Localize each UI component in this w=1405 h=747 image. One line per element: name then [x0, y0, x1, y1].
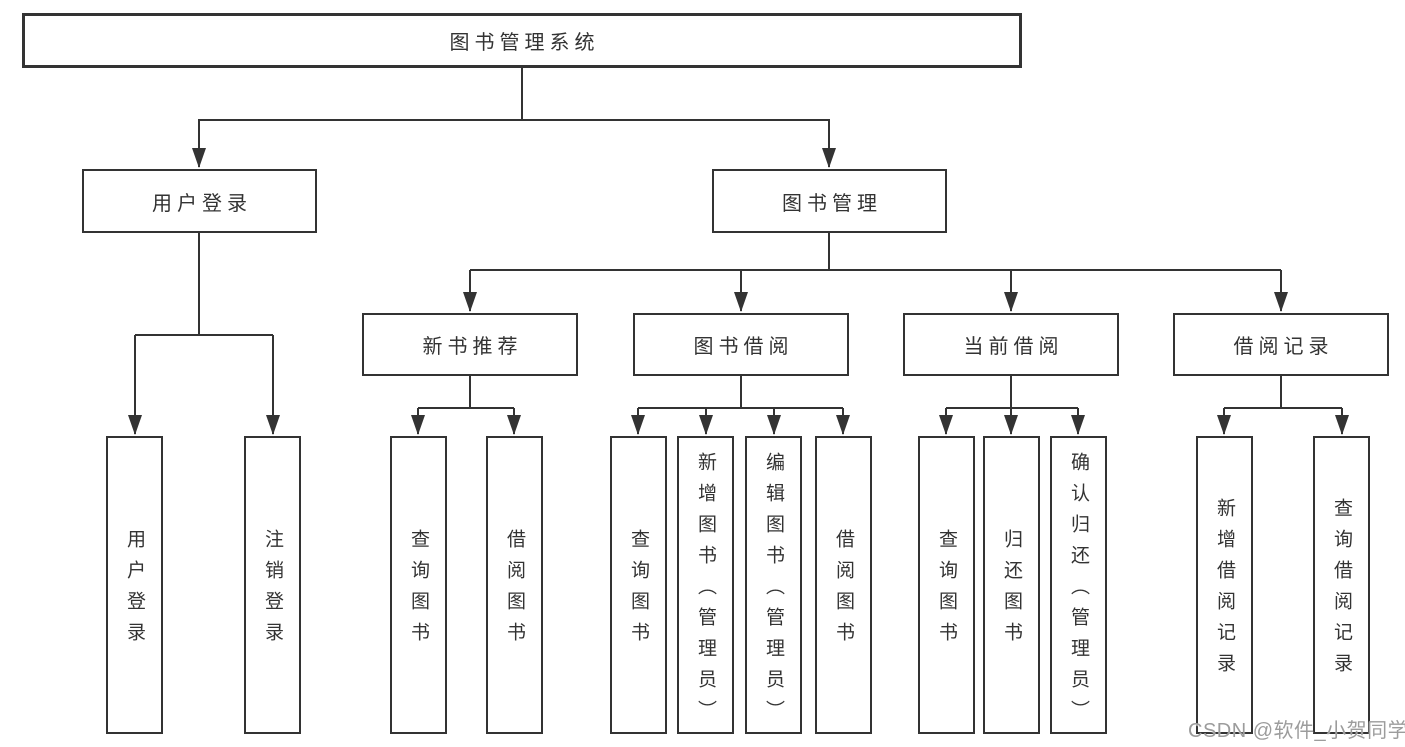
- connector-book-borrowing-to-children: [638, 376, 843, 409]
- leaf-records-query-record: 查询借阅记录: [1313, 436, 1370, 734]
- leaf-borrowing-edit-book-admin: 编辑图书（管理员）: [745, 436, 802, 734]
- leaf-logout: 注销登录: [244, 436, 301, 734]
- node-book-management: 图书管理: [712, 169, 947, 233]
- node-label: 查询图书: [408, 529, 429, 653]
- node-label: 借阅记录: [1233, 336, 1334, 358]
- node-label: 当前借阅: [963, 336, 1064, 358]
- node-label: 查询图书: [628, 529, 649, 653]
- node-label: 确认归还（管理员）: [1068, 451, 1089, 731]
- node-label: 借阅图书: [504, 529, 525, 653]
- node-label: 用户登录: [152, 192, 252, 215]
- leaf-current-query-book: 查询图书: [918, 436, 975, 734]
- leaf-current-confirm-return-admin: 确认归还（管理员）: [1050, 436, 1107, 734]
- node-label: 新增借阅记录: [1214, 498, 1235, 684]
- node-label: 归还图书: [1001, 529, 1022, 653]
- node-label: 新书推荐: [422, 336, 523, 358]
- connector-user-login-to-children: [135, 233, 273, 336]
- node-label: 查询图书: [936, 529, 957, 653]
- leaf-user-login: 用户登录: [106, 436, 163, 734]
- node-label: 借阅图书: [833, 529, 854, 653]
- node-label: 用户登录: [124, 529, 145, 653]
- node-user-login: 用户登录: [82, 169, 317, 233]
- csdn-watermark: CSDN @软件_小贺同学: [1188, 720, 1405, 742]
- connector-borrowing-records-to-children: [1224, 376, 1342, 409]
- node-label: 图书管理: [782, 192, 882, 215]
- node-label: 新增图书（管理员）: [695, 451, 716, 731]
- leaf-newbook-borrow-book: 借阅图书: [486, 436, 543, 734]
- node-label: 查询借阅记录: [1331, 498, 1352, 684]
- node-borrowing-records: 借阅记录: [1173, 313, 1389, 376]
- leaf-current-return-book: 归还图书: [983, 436, 1040, 734]
- node-new-book-recommend: 新书推荐: [362, 313, 578, 376]
- connector-root-to-level2: [198, 68, 830, 121]
- leaf-records-add-record: 新增借阅记录: [1196, 436, 1253, 734]
- node-label: 图书借阅: [693, 336, 794, 358]
- node-label: 图书管理系统: [449, 32, 600, 54]
- leaf-borrowing-borrow-book: 借阅图书: [815, 436, 872, 734]
- leaf-borrowing-add-book-admin: 新增图书（管理员）: [677, 436, 734, 734]
- node-label: 注销登录: [262, 529, 283, 653]
- node-current-borrowing: 当前借阅: [903, 313, 1119, 376]
- node-label: 编辑图书（管理员）: [763, 451, 784, 731]
- node-book-borrowing: 图书借阅: [633, 313, 849, 376]
- connector-book-management-to-level3: [470, 233, 1281, 271]
- leaf-borrowing-query-book: 查询图书: [610, 436, 667, 734]
- connector-current-borrowing-to-children: [946, 376, 1078, 409]
- connector-new-book-recommend-to-children: [418, 376, 514, 409]
- node-system-root: 图书管理系统: [22, 13, 1022, 68]
- leaf-newbook-query-book: 查询图书: [390, 436, 447, 734]
